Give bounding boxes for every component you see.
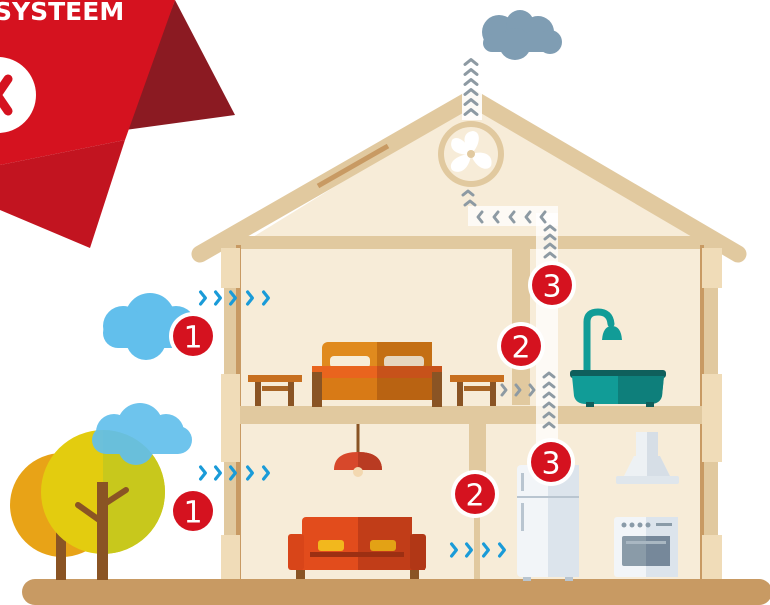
chevron-arrow-icon bbox=[262, 465, 270, 481]
bed-icon bbox=[312, 342, 442, 407]
chevron-arrow-icon bbox=[463, 78, 479, 86]
marker-2-lower: 2 bbox=[451, 470, 499, 518]
chevron-arrow-icon bbox=[492, 210, 500, 224]
chevron-arrow-icon bbox=[542, 411, 556, 419]
chevron-arrow-icon bbox=[528, 383, 536, 397]
chevron-arrow-icon bbox=[543, 233, 557, 241]
marker-label: 3 bbox=[542, 270, 561, 305]
chevron-arrow-icon bbox=[463, 98, 479, 106]
chevron-arrow-icon bbox=[246, 465, 254, 481]
systeem-banner: SYSTEEM bbox=[0, 0, 235, 248]
chevron-arrow-icon bbox=[514, 383, 522, 397]
chevron-arrow-icon bbox=[229, 290, 237, 306]
chevron-arrow-icon bbox=[214, 465, 222, 481]
chevron-arrow-icon bbox=[262, 290, 270, 306]
chevron-arrow-icon bbox=[500, 383, 508, 397]
marker-1-upper: 1 bbox=[169, 312, 217, 360]
chevron-arrow-icon bbox=[463, 199, 477, 207]
bathtub-icon bbox=[570, 370, 666, 407]
chevron-arrow-icon bbox=[476, 210, 484, 224]
chevron-arrow-icon bbox=[542, 401, 556, 409]
chevron-arrow-icon bbox=[450, 542, 458, 558]
nightstand-icon bbox=[248, 375, 504, 406]
chevron-arrow-icon bbox=[463, 88, 479, 96]
chevron-arrow-icon bbox=[465, 542, 473, 558]
cooker-hood-icon bbox=[616, 432, 679, 484]
chevron-arrow-icon bbox=[482, 542, 490, 558]
chevron-arrow-icon bbox=[542, 421, 556, 429]
marker-label: 2 bbox=[465, 479, 484, 514]
chevron-arrow-icon bbox=[214, 290, 222, 306]
logo-badge-icon bbox=[0, 57, 36, 133]
ceiling-lamp-icon bbox=[334, 424, 382, 477]
marker-1-lower: 1 bbox=[169, 487, 217, 535]
chevron-arrow-icon bbox=[229, 465, 237, 481]
fan-icon bbox=[438, 121, 504, 187]
marker-3-upper: 3 bbox=[528, 261, 576, 309]
chevron-arrow-icon bbox=[542, 371, 556, 379]
grey-cloud-icon bbox=[482, 10, 562, 60]
chevron-arrow-icon bbox=[543, 242, 557, 250]
chevron-arrow-icon bbox=[246, 290, 254, 306]
chevron-arrow-icon bbox=[543, 251, 557, 259]
chevron-arrow-icon bbox=[463, 68, 479, 76]
chevron-arrow-icon bbox=[498, 542, 506, 558]
chevron-arrow-icon bbox=[539, 210, 547, 224]
chevron-arrow-icon bbox=[542, 391, 556, 399]
exhaust-air-arrows bbox=[461, 58, 557, 429]
oven-icon bbox=[614, 517, 678, 577]
chevron-arrow-icon bbox=[542, 381, 556, 389]
marker-3-lower: 3 bbox=[527, 438, 575, 486]
banner-title: SYSTEEM bbox=[0, 0, 124, 26]
marker-label: 3 bbox=[541, 447, 560, 482]
marker-2-upper: 2 bbox=[497, 322, 545, 370]
chevron-arrow-icon bbox=[199, 290, 207, 306]
chevron-arrow-icon bbox=[524, 210, 532, 224]
marker-label: 1 bbox=[183, 321, 202, 356]
tree-icon bbox=[10, 430, 165, 580]
marker-label: 1 bbox=[183, 496, 202, 531]
chevron-arrow-icon bbox=[199, 465, 207, 481]
fresh-air-arrows bbox=[199, 290, 506, 558]
shower-icon bbox=[583, 308, 622, 374]
marker-label: 2 bbox=[511, 331, 530, 366]
sofa-icon bbox=[288, 517, 426, 579]
chevron-arrow-icon bbox=[508, 210, 516, 224]
cloud-icon bbox=[92, 403, 192, 465]
ground bbox=[22, 579, 770, 605]
fridge-icon bbox=[517, 465, 579, 581]
chevron-arrow-icon bbox=[543, 224, 557, 232]
chevron-arrow-icon bbox=[463, 108, 479, 116]
chevron-arrow-icon bbox=[461, 189, 475, 197]
chevron-arrow-icon bbox=[463, 58, 479, 66]
